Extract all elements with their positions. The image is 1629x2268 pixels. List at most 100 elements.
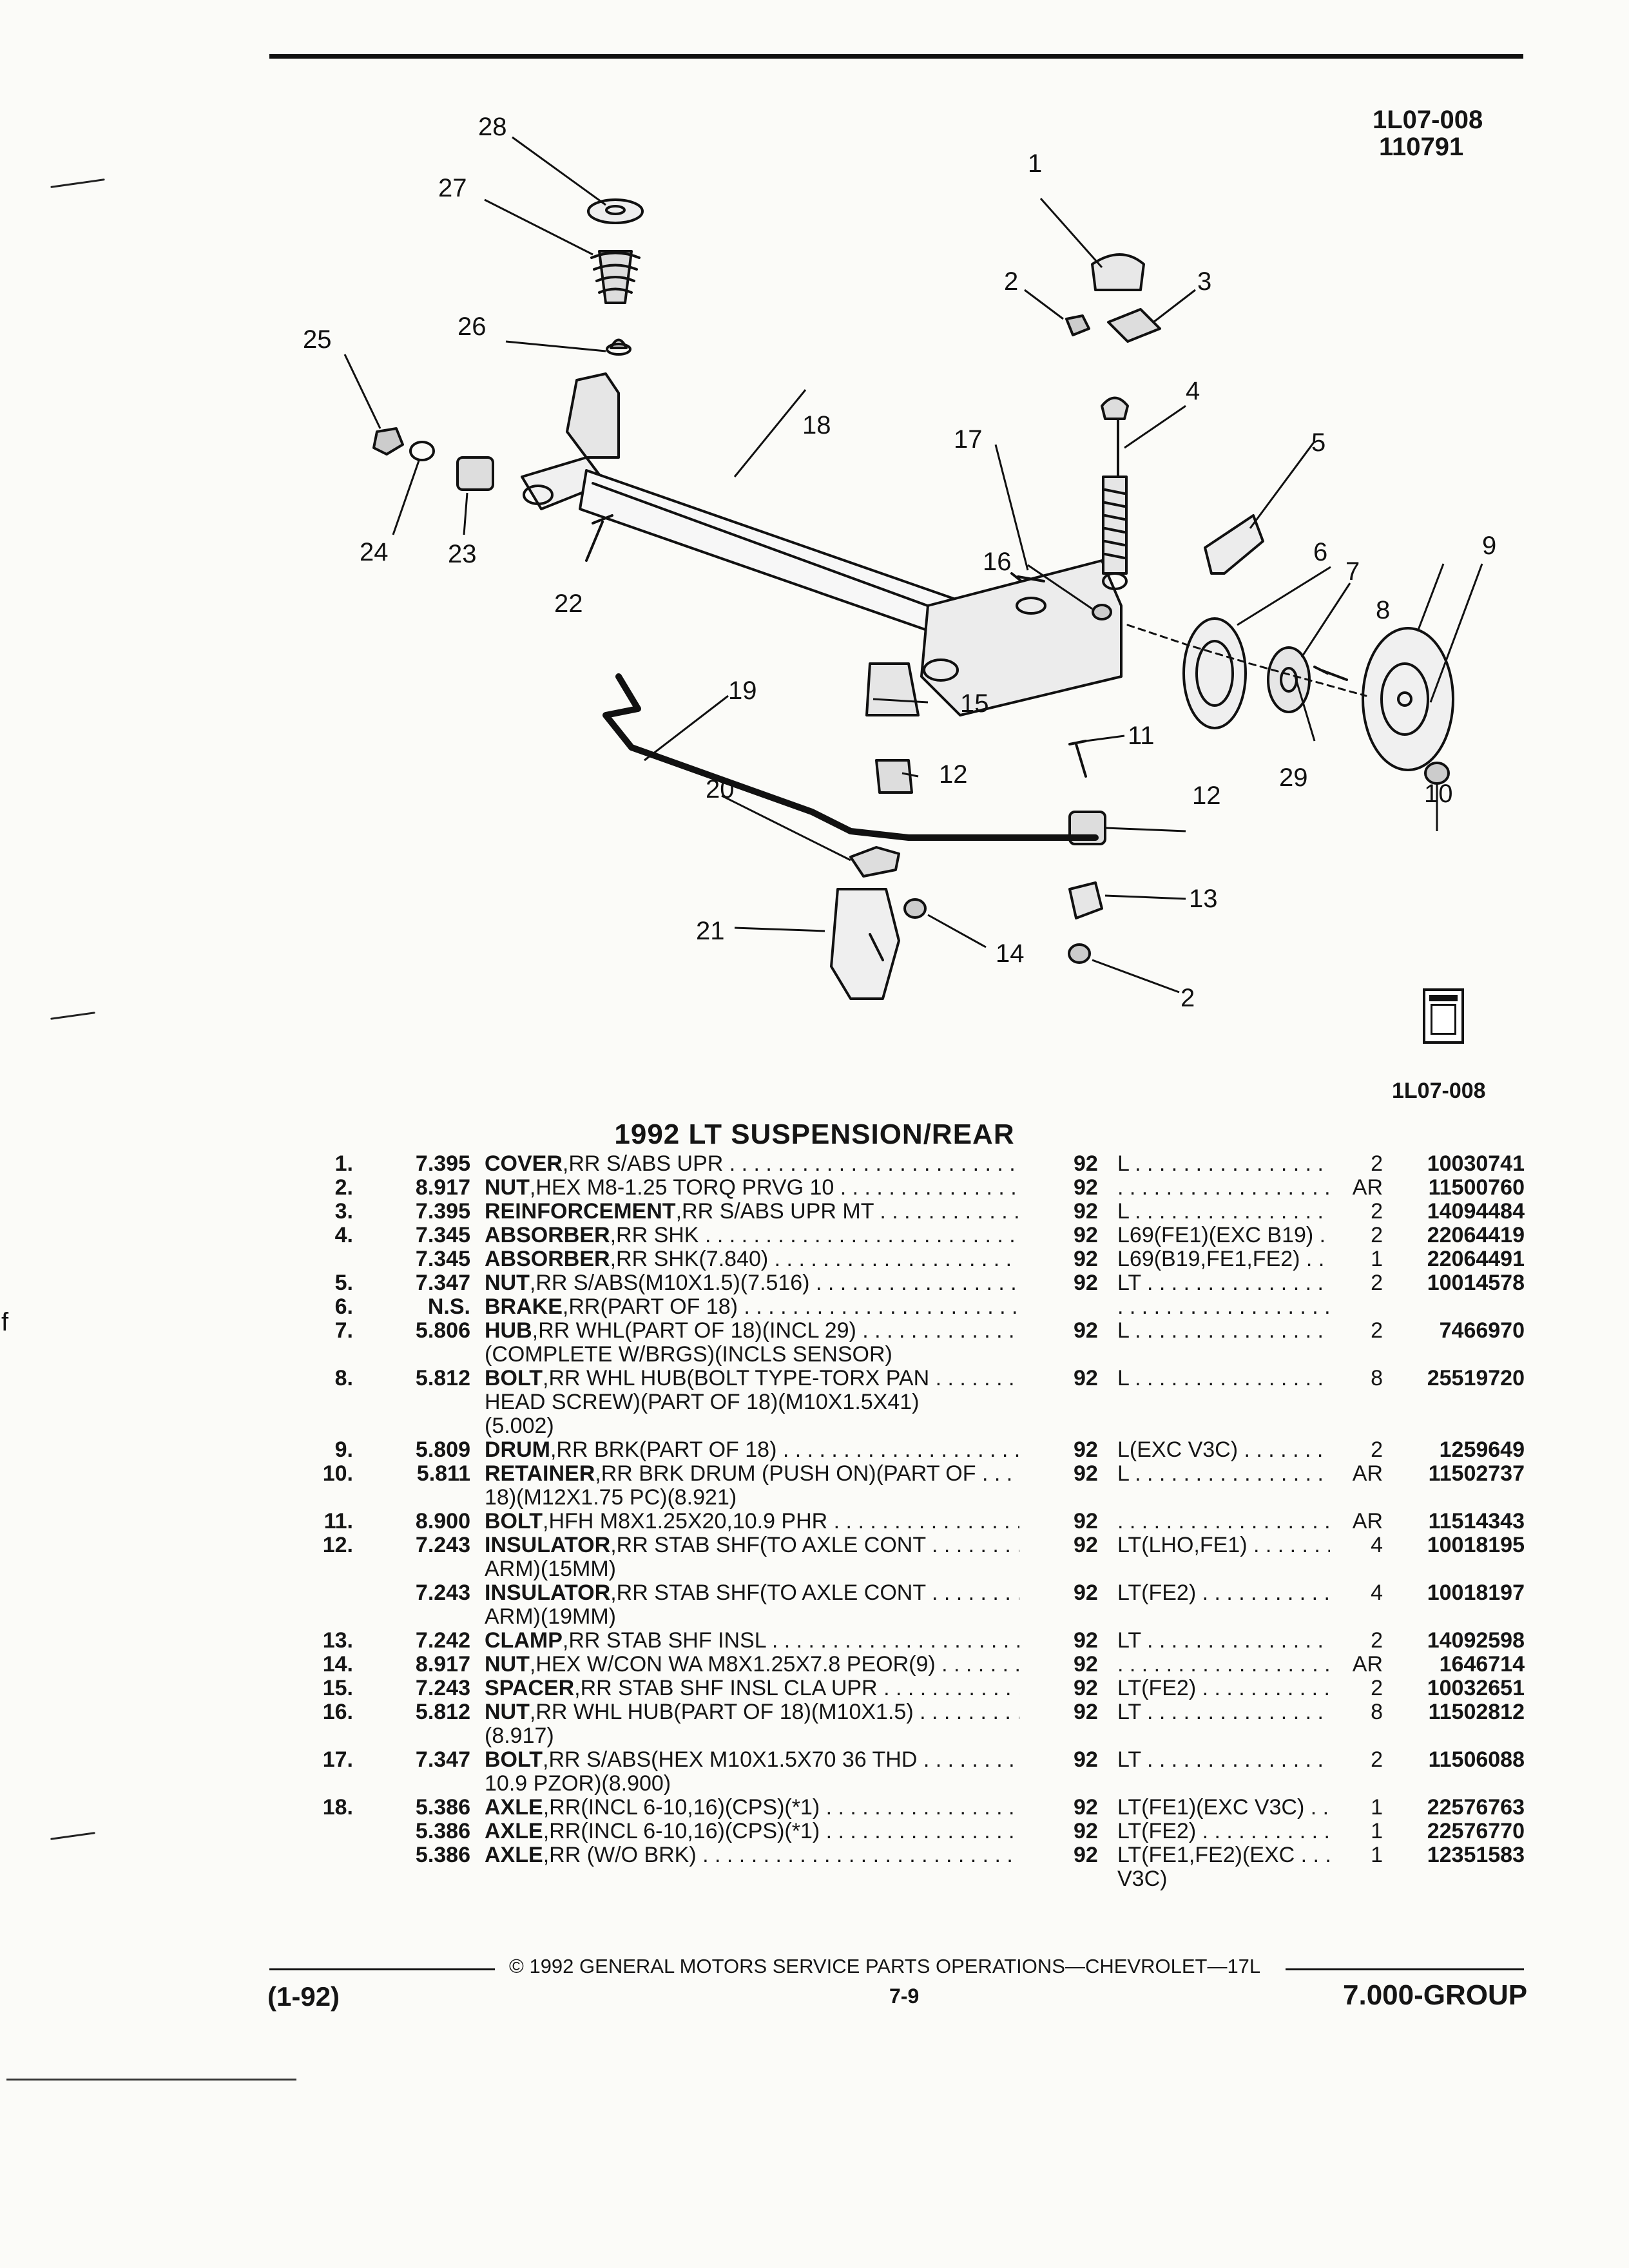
part-description-continued: 18)(M12X1.75 PC)(8.921) [485,1485,737,1510]
model-year: 92 [1074,1819,1098,1843]
callout-2: 2 [1004,267,1018,296]
margin-mark [50,1012,95,1020]
part-detail: ,RR BRK(PART OF 18) [550,1438,777,1462]
leader-dots: . . . . . . . . . . . . . . . . . . . . … [704,1224,1019,1247]
part-description: HUB,RR WHL(PART OF 18)(INCL 29) . . . . … [485,1319,1019,1343]
part-description: NUT,HEX M8-1.25 TORQ PRVG 10 . . . . . .… [485,1176,1019,1200]
leader-dots: . . . . . . . . . . . . . . . . . . . . … [833,1510,1019,1533]
part-description: ABSORBER,RR SHK . . . . . . . . . . . . … [485,1224,1019,1247]
part-name: DRUM [485,1438,550,1462]
leader-dots: . . . . . . . . . . . . . . . . . . . . … [931,1533,1019,1557]
part-number: 12351583 [1427,1843,1525,1867]
callout-7: 7 [1345,557,1360,586]
suspension-drawing: 28 27 1 2 3 26 25 4 18 17 5 24 23 16 6 7… [303,113,1496,1012]
leader-dots: . . . . . . . . . . . . . . . . . . . . … [744,1295,1019,1319]
quantity: 4 [1371,1581,1383,1605]
leader-dots: . . . . . . . . . . . . . . . . . . . . … [1135,1319,1330,1343]
callout-4: 4 [1186,377,1200,405]
page-number: 7-9 [889,1984,920,2008]
date-code: (1-92) [267,1981,340,2012]
leader-dots: . . . . . . . . . . . . . . . . . . . . … [941,1653,1019,1677]
diagram-code: 1L07-008 [1373,106,1483,134]
application: L . . . . . . . . . . . . . . . . . . . … [1117,1462,1330,1486]
stray-mark: f [1,1308,9,1336]
application-continued: V3C) [1117,1867,1168,1891]
quantity: 2 [1371,1151,1383,1176]
part-number: 10014578 [1427,1271,1525,1295]
application: L69(FE1)(EXC B19) . . . . . . . . . . . … [1117,1224,1330,1247]
parts-row-continuation: ARM)(19MM) [0,1605,1629,1629]
application-text: LT(FE2) [1117,1677,1197,1700]
part-name: INSULATOR [485,1533,611,1557]
exploded-parts-diagram: 28 27 1 2 3 26 25 4 18 17 5 24 23 16 6 7… [284,97,1534,1076]
part-detail: ,RR STAB SHF(TO AXLE CONT [610,1533,926,1557]
part-name: REINFORCEMENT [485,1200,676,1224]
model-year: 92 [1074,1461,1098,1486]
quantity: 2 [1371,1199,1383,1224]
parts-row-continuation: (5.002) [0,1414,1629,1438]
quantity: 1 [1371,1843,1383,1867]
group-number: 7.243 [415,1676,470,1700]
application: LT(FE1)(EXC V3C) . . . . . . . . . . . .… [1117,1796,1330,1820]
part-name: AXLE [485,1796,543,1820]
part-number: 1646714 [1439,1652,1525,1677]
leader-dots: . . . . . . . . . . . . . . . . . . . . … [931,1581,1019,1605]
item-number: 18. [322,1795,353,1820]
callout-25: 25 [303,325,332,354]
leader-dots: . . . . . . . . . . . . . . . . . . . . … [862,1319,1019,1343]
application: L . . . . . . . . . . . . . . . . . . . … [1117,1367,1330,1390]
part-detail: ,RR STAB SHF INSL CLA UPR [574,1677,878,1700]
application: L . . . . . . . . . . . . . . . . . . . … [1117,1200,1330,1224]
leader-dots: . . . . . . . . . . . . . . . . . . . . … [1146,1748,1330,1772]
part-detail: ,RR(INCL 6-10,16)(CPS)(*1) [543,1820,820,1843]
part-description: CLAMP,RR STAB SHF INSL . . . . . . . . .… [485,1629,1019,1653]
application-text: LT [1117,1271,1141,1295]
application: L . . . . . . . . . . . . . . . . . . . … [1117,1319,1330,1343]
callout-11: 11 [1128,722,1155,750]
part-description-continued: (8.917) [485,1724,554,1748]
callout-16: 16 [983,548,1012,576]
leader-dots: . . . . . . . . . . . . . . . . . . . . … [1300,1843,1330,1867]
leader-dots: . . . . . . . . . . . . . . . . . . . . … [1202,1820,1330,1843]
callout-13: 13 [1189,885,1218,913]
group-number: 7.243 [415,1581,470,1605]
quantity: AR [1352,1652,1383,1677]
leader-dots: . . . . . . . . . . . . . . . . . . . . … [1306,1247,1330,1271]
parts-row: 6.N.S.BRAKE,RR(PART OF 18) . . . . . . .… [0,1295,1629,1319]
parts-row-continuation: (8.917) [0,1724,1629,1748]
part-name: ABSORBER [485,1224,610,1247]
callout-19: 19 [728,677,757,705]
quantity: 2 [1371,1628,1383,1653]
callout-12b: 12 [1192,782,1221,810]
group-label: 7.000-GROUP [1343,1979,1528,2011]
leader-dots: . . . . . . . . . . . . . . . . . . . . … [1146,1271,1330,1295]
leader-dots: . . . . . . . . . . . . . . . . . . . . … [1135,1462,1330,1486]
callout-14: 14 [996,939,1025,968]
model-year: 92 [1074,1581,1098,1605]
part-number: 11514343 [1428,1509,1525,1533]
parts-row-continuation: 10.9 PZOR)(8.900) [0,1772,1629,1796]
application: LT . . . . . . . . . . . . . . . . . . .… [1117,1748,1330,1772]
callout-28: 28 [478,113,507,141]
part-number: 10018195 [1427,1533,1525,1557]
part-detail: ,HFH M8X1.25X20,10.9 PHR [543,1510,828,1533]
part-number: 11502737 [1428,1461,1525,1486]
application-text: LT(FE1,FE2)(EXC [1117,1843,1295,1867]
part-name: HUB [485,1319,532,1343]
parts-row-continuation: 18)(M12X1.75 PC)(8.921) [0,1486,1629,1510]
group-number: 7.345 [415,1223,470,1247]
footer-rule-left [269,1968,495,1970]
group-number: 8.900 [415,1509,470,1533]
model-year: 92 [1074,1533,1098,1557]
application-text: LT [1117,1748,1141,1772]
part-description: BOLT,HFH M8X1.25X20,10.9 PHR . . . . . .… [485,1510,1019,1533]
item-number: 10. [322,1461,353,1486]
part-number: 14094484 [1427,1199,1525,1224]
group-number: 7.395 [415,1199,470,1224]
